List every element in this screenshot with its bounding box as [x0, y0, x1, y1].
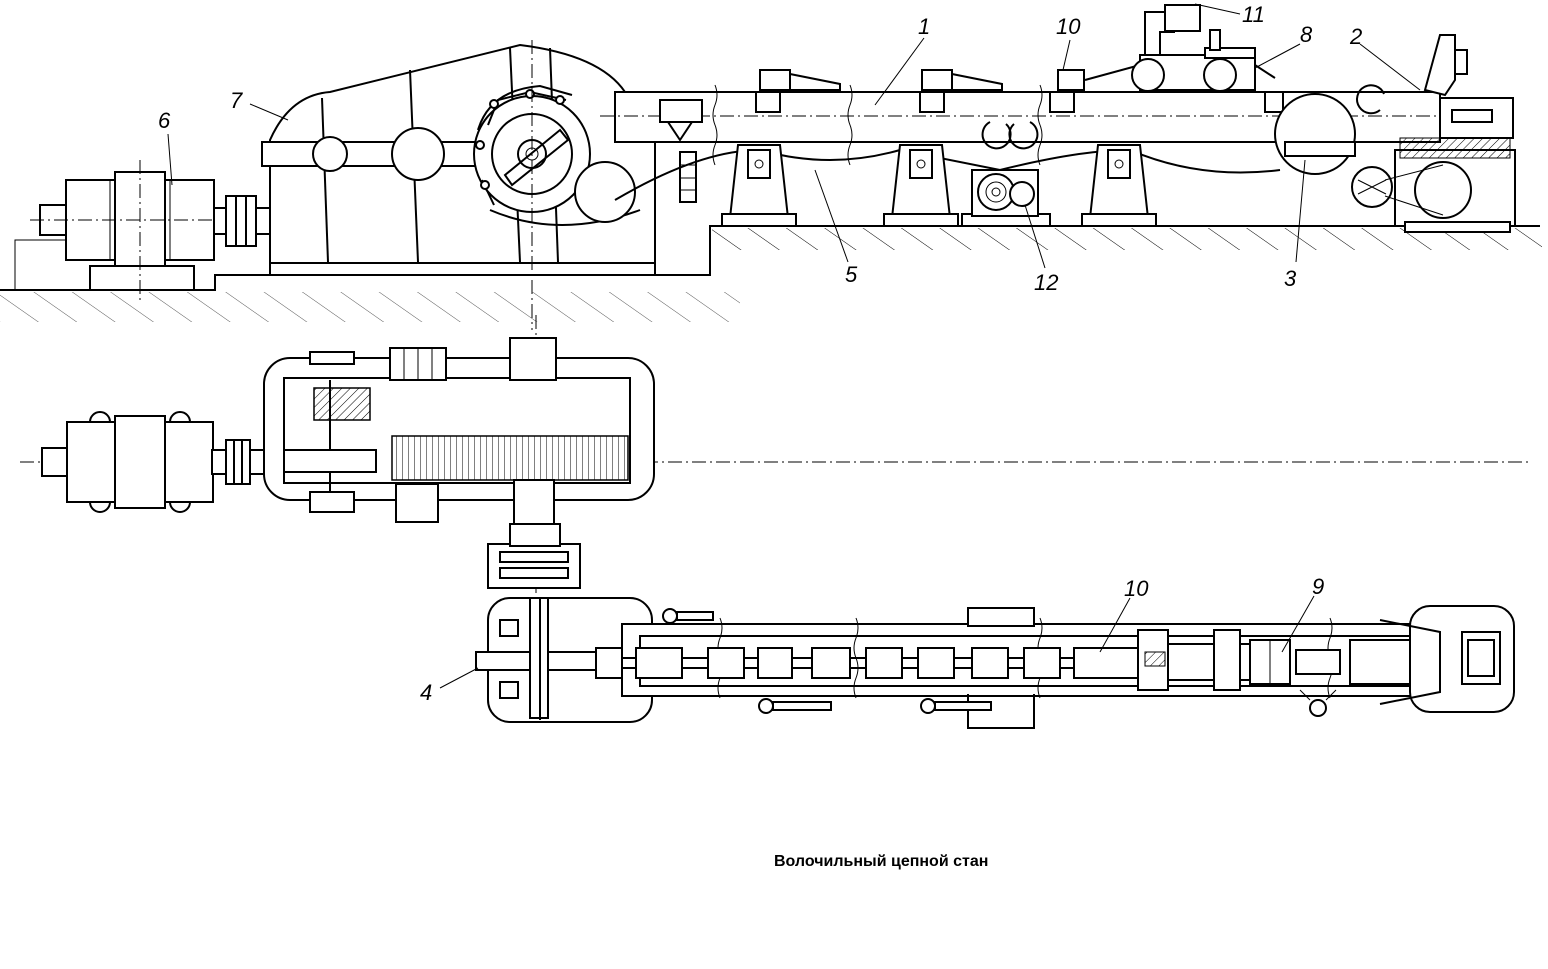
callout-12: 12 — [1034, 270, 1058, 295]
carriage-plan — [1073, 629, 1422, 691]
tension-station-2 — [1351, 34, 1516, 233]
callout-8: 8 — [1300, 22, 1313, 47]
foundation-floor — [0, 225, 1542, 323]
plan-view-leaders — [439, 595, 1315, 689]
drawing-carriage-8 — [1084, 4, 1276, 92]
drawing-chain — [595, 647, 1100, 679]
coupling — [213, 195, 271, 247]
gearbox-plan — [263, 337, 655, 525]
callout-5: 5 — [845, 262, 858, 287]
side-view-leaders — [167, 3, 1421, 269]
beam-supports — [721, 121, 1157, 227]
tail-housing-plan — [1379, 605, 1515, 713]
bench-frame-plan — [595, 607, 1445, 729]
sprocket-shaft-coupling — [487, 523, 581, 589]
callout-6: 6 — [158, 108, 171, 133]
callout-10-side: 10 — [1056, 14, 1081, 39]
callout-4: 4 — [420, 680, 432, 705]
guide-levers — [662, 608, 1337, 717]
callout-11: 11 — [1242, 2, 1265, 27]
callout-3: 3 — [1284, 266, 1297, 291]
beam-clamps — [755, 69, 1284, 113]
callout-7: 7 — [230, 88, 243, 113]
hook-drive-12 — [961, 169, 1051, 227]
callout-1: 1 — [918, 14, 930, 39]
tail-sprocket-3 — [1274, 84, 1385, 175]
gearbox-7 — [261, 40, 656, 330]
callout-10-plan: 10 — [1124, 576, 1149, 601]
drive-sprocket-housing-4 — [475, 597, 653, 723]
side-view — [0, 3, 1542, 330]
callout-9: 9 — [1312, 574, 1324, 599]
motor-plan — [41, 411, 267, 513]
figure-caption: Волочильный цепной стан — [774, 853, 989, 870]
plan-view — [20, 315, 1530, 729]
electric-motor-6 — [14, 160, 275, 300]
callout-labels: 1 2 3 5 6 7 8 10 11 12 4 9 10 — [158, 2, 1362, 705]
callout-2: 2 — [1349, 24, 1362, 49]
